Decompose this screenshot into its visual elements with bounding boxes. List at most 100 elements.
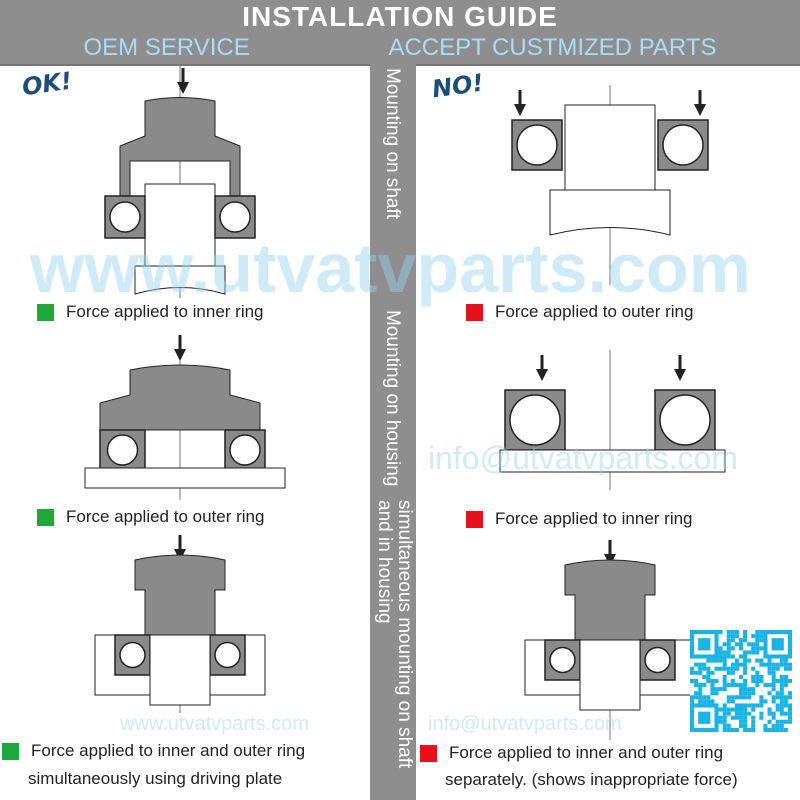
driving-sleeve bbox=[99, 364, 261, 431]
qr-module bbox=[722, 666, 727, 671]
driving-sleeve bbox=[564, 559, 656, 641]
qr-module bbox=[734, 695, 739, 700]
qr-module bbox=[706, 666, 711, 671]
qr-module bbox=[730, 634, 735, 639]
qr-module bbox=[710, 678, 715, 684]
qr-module bbox=[759, 711, 764, 716]
qr-module bbox=[698, 683, 703, 688]
qr-module bbox=[787, 678, 792, 684]
qr-module bbox=[722, 727, 727, 732]
qr-module bbox=[779, 723, 784, 728]
qr-module bbox=[787, 703, 792, 708]
qr-module bbox=[710, 658, 715, 663]
diagram-no-shaft bbox=[511, 85, 709, 285]
qr-module bbox=[783, 678, 788, 684]
qr-code[interactable] bbox=[690, 630, 792, 732]
qr-module bbox=[743, 678, 748, 684]
qr-module bbox=[743, 638, 748, 643]
qr-module bbox=[755, 678, 760, 684]
qr-module bbox=[726, 683, 731, 688]
qr-module bbox=[747, 650, 752, 655]
qr-module bbox=[738, 711, 744, 716]
qr-module bbox=[743, 658, 748, 663]
page-title: INSTALLATION GUIDE bbox=[242, 1, 558, 32]
qr-module bbox=[751, 666, 756, 671]
qr-module bbox=[751, 650, 756, 655]
qr-module bbox=[726, 634, 731, 639]
qr-module bbox=[743, 715, 748, 720]
qr-module bbox=[710, 691, 715, 696]
qr-module bbox=[726, 650, 731, 655]
qr-module bbox=[783, 695, 788, 700]
qr-module bbox=[751, 691, 756, 696]
qr-module bbox=[755, 658, 760, 663]
qr-module bbox=[722, 711, 727, 716]
qr-module bbox=[779, 687, 784, 692]
qr-module bbox=[743, 723, 748, 728]
qr-module bbox=[730, 630, 735, 635]
qr-module bbox=[730, 695, 735, 700]
green-square-icon bbox=[37, 303, 54, 321]
qr-module bbox=[690, 670, 695, 675]
qr-module bbox=[771, 662, 776, 667]
qr-module bbox=[783, 674, 788, 679]
shaft bbox=[144, 183, 216, 270]
qr-module bbox=[771, 723, 776, 728]
driving-plate bbox=[134, 554, 226, 636]
qr-module bbox=[751, 723, 756, 728]
qr-module bbox=[751, 703, 756, 708]
qr-module bbox=[763, 699, 768, 704]
qr-module bbox=[722, 683, 727, 688]
qr-module bbox=[722, 723, 727, 728]
qr-module bbox=[702, 699, 707, 704]
qr-module bbox=[694, 683, 699, 688]
qr-module bbox=[771, 715, 776, 720]
qr-module bbox=[771, 711, 776, 716]
qr-module bbox=[747, 687, 752, 692]
qr-module bbox=[726, 666, 731, 671]
diagram-ok-simultaneous bbox=[94, 535, 266, 713]
qr-module bbox=[710, 687, 715, 692]
qr-module bbox=[763, 723, 768, 728]
qr-module bbox=[726, 711, 731, 716]
qr-module bbox=[747, 658, 752, 663]
qr-module bbox=[759, 634, 764, 639]
qr-module bbox=[743, 703, 748, 708]
qr-module bbox=[722, 654, 727, 659]
qr-module bbox=[767, 691, 772, 696]
qr-module bbox=[783, 658, 788, 663]
qr-module bbox=[694, 695, 699, 700]
qr-module bbox=[755, 634, 760, 639]
qr-module bbox=[734, 711, 739, 716]
qr-module bbox=[718, 630, 723, 635]
qr-module bbox=[690, 699, 695, 704]
caption-ok-2: Force applied to outer ring bbox=[37, 507, 264, 527]
qr-module bbox=[694, 670, 699, 675]
qr-module bbox=[775, 695, 780, 700]
qr-module bbox=[730, 670, 735, 675]
qr-module bbox=[734, 683, 739, 688]
qr-module bbox=[690, 678, 695, 684]
bearing-ball bbox=[644, 646, 671, 674]
qr-module bbox=[738, 683, 744, 688]
section-label-shaft: Mounting on shaft bbox=[382, 68, 403, 220]
caption-no-3: Force applied to inner and outer ring bbox=[420, 743, 723, 763]
qr-module bbox=[698, 666, 703, 671]
qr-module bbox=[767, 707, 772, 712]
qr-module bbox=[767, 711, 772, 716]
qr-module bbox=[787, 707, 792, 712]
qr-module bbox=[702, 666, 707, 671]
qr-module bbox=[738, 646, 744, 651]
diagram-ok-shaft bbox=[104, 66, 256, 298]
caption-no-2: Force applied to inner ring bbox=[466, 509, 693, 529]
force-arrow-icon bbox=[694, 104, 706, 116]
qr-module bbox=[759, 703, 764, 708]
qr-module bbox=[726, 630, 731, 635]
qr-module bbox=[751, 687, 756, 692]
caption-ok-1: Force applied to inner ring bbox=[37, 302, 264, 322]
qr-module bbox=[771, 699, 776, 704]
qr-module bbox=[726, 695, 731, 700]
qr-module bbox=[734, 630, 739, 635]
qr-module bbox=[783, 711, 788, 716]
qr-module bbox=[738, 638, 744, 643]
